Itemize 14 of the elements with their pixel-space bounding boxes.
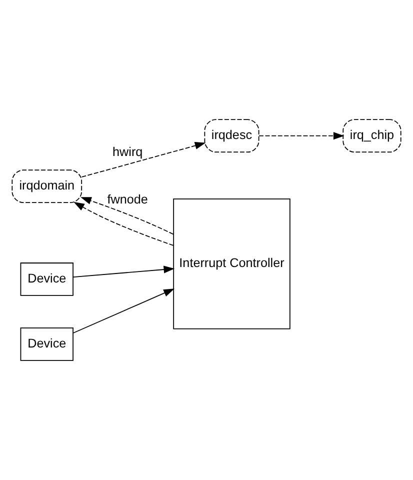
- arrow: [81, 142, 206, 178]
- edge-label: hwirq: [112, 144, 143, 159]
- node-box: Device: [20, 327, 74, 361]
- node-box: irqdesc: [204, 119, 260, 153]
- node-box: Device: [20, 262, 74, 296]
- edge-label: fwnode: [107, 192, 148, 207]
- node-box: irq_chip: [342, 119, 402, 153]
- arrow: [72, 288, 174, 334]
- node-box: irqdomain: [12, 170, 82, 204]
- node-box: Interrupt Controller: [173, 198, 290, 330]
- arrow: [258, 132, 344, 140]
- arrow: [80, 197, 174, 235]
- arrow: [72, 266, 175, 278]
- arrow: [74, 202, 174, 246]
